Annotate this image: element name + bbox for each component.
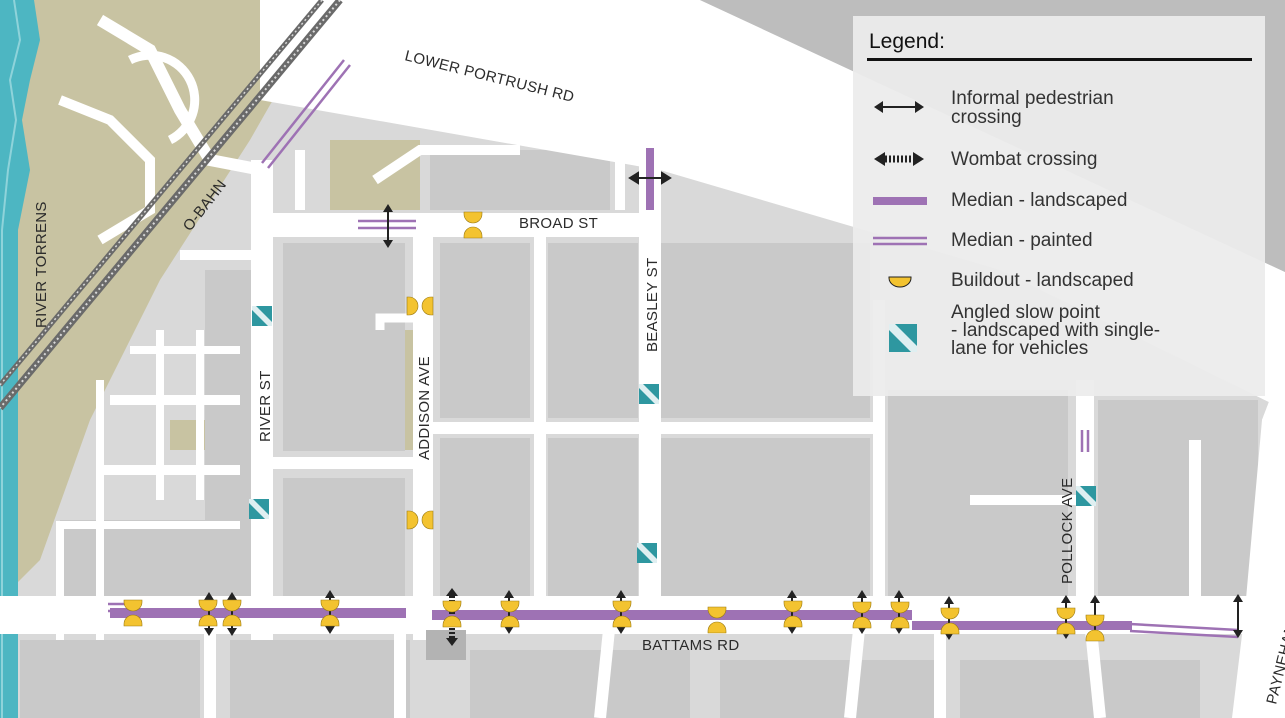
label-river-torrens: RIVER TORRENS bbox=[33, 201, 50, 328]
label-battams-rd: BATTAMS RD bbox=[642, 637, 739, 654]
minor-roads bbox=[56, 14, 1201, 718]
median-landscaped-icon bbox=[873, 197, 927, 205]
legend-label-line: lane for vehicles bbox=[951, 338, 1089, 359]
label-addison-ave: ADDISON AVE bbox=[416, 356, 433, 460]
legend-label: Median - painted bbox=[951, 230, 1093, 251]
angled-slow-point-icon bbox=[889, 324, 917, 352]
legend-label-line: - landscaped with single- bbox=[951, 320, 1161, 341]
legend-label: Buildout - landscaped bbox=[951, 270, 1134, 291]
informal-crossing-horizontal bbox=[628, 171, 672, 185]
legend-label-line: Informal pedestrian bbox=[951, 88, 1114, 109]
legend-panel: Legend: Informal pedestrian crossing Wom… bbox=[853, 16, 1265, 396]
legend-label-line: Angled slow point bbox=[951, 302, 1100, 323]
label-broad-st: BROAD ST bbox=[519, 215, 598, 232]
informal-crossing-icon bbox=[874, 101, 924, 113]
legend-divider bbox=[867, 58, 1252, 61]
payneham-road bbox=[1232, 360, 1285, 718]
river-torrens bbox=[0, 0, 40, 718]
wombat-crossing-icon bbox=[874, 152, 924, 166]
buildout-icon bbox=[888, 276, 912, 288]
label-pollock-ave: POLLOCK AVE bbox=[1059, 478, 1076, 584]
lower-portrush-road bbox=[260, 0, 1285, 410]
obahn-rail bbox=[0, 0, 343, 411]
median-painted-icon bbox=[873, 236, 927, 246]
legend-label-line: crossing bbox=[951, 107, 1022, 128]
legend-label: Wombat crossing bbox=[951, 149, 1098, 170]
legend-title: Legend: bbox=[869, 30, 945, 53]
label-river-st: RIVER ST bbox=[257, 370, 274, 442]
label-beasley-st: BEASLEY ST bbox=[644, 258, 661, 352]
legend-label: Median - landscaped bbox=[951, 190, 1128, 211]
